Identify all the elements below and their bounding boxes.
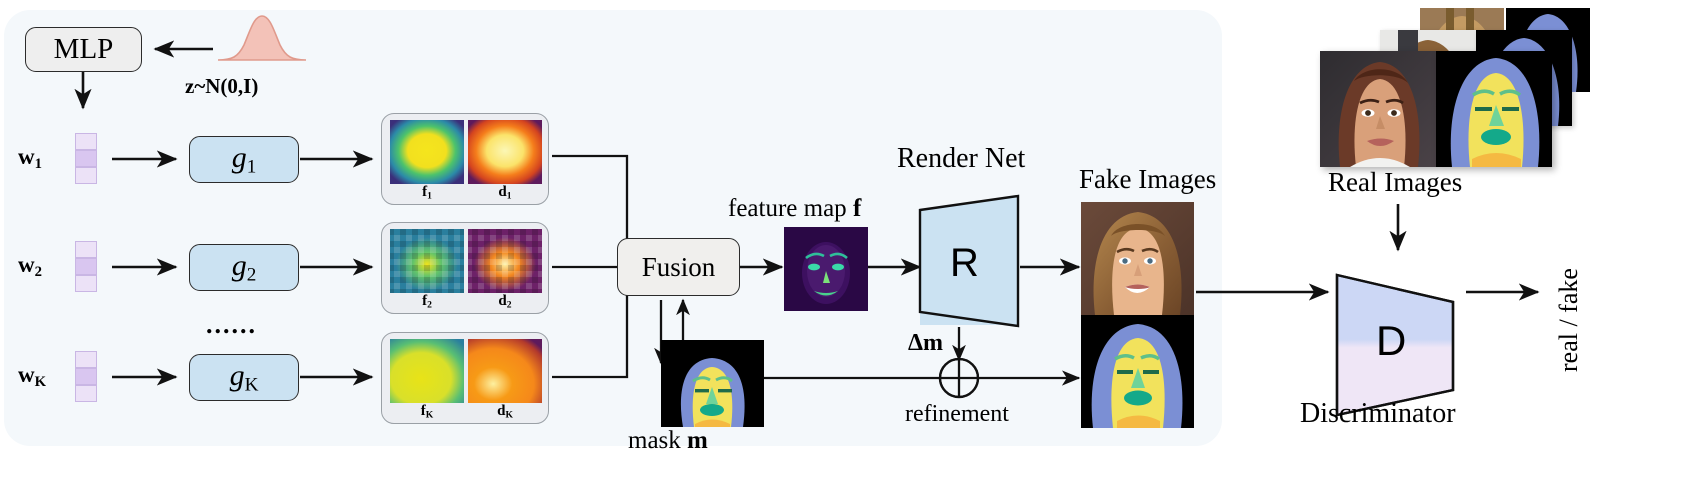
latent-cell: [75, 241, 97, 258]
latent-label-1: w1: [18, 144, 42, 173]
render-net-symbol: R: [950, 241, 979, 285]
mlp-label: MLP: [53, 33, 114, 65]
fusion-label: Fusion: [641, 251, 716, 282]
latent-cell: [75, 133, 97, 150]
feature-map-label: feature map f: [728, 195, 862, 222]
feature-depth-panel-1: f1 d1: [381, 113, 549, 205]
fake-images-label: Fake Images: [1079, 164, 1217, 194]
latent-label-K: wK: [18, 362, 47, 391]
latent-cell: [75, 368, 97, 385]
render-net-title: Render Net: [897, 143, 1026, 174]
latent-cell: [75, 258, 97, 275]
refinement-label: refinement: [905, 401, 1009, 427]
real-images-label: Real Images: [1328, 167, 1463, 197]
mask-tile: [661, 340, 764, 427]
ellipsis-label: ......: [206, 310, 257, 339]
latent-cell: [75, 150, 97, 167]
feature-caption-K: fK: [420, 403, 434, 421]
real-images-stack: [1244, 0, 1689, 170]
mask-label: mask m: [628, 427, 708, 454]
delta-mask-label: Δm: [908, 330, 944, 356]
render-net-shape: [918, 194, 1020, 328]
depth-caption-1: d1: [498, 184, 512, 202]
discriminator-symbol: D: [1376, 317, 1407, 364]
depth-caption-K: dK: [497, 403, 513, 421]
latent-label-2: w2: [18, 252, 42, 281]
depth-caption-2: d2: [498, 293, 512, 311]
gaussian-curve: [217, 15, 307, 61]
fake-image-photo: [1081, 202, 1194, 315]
feature-caption-1: f1: [422, 184, 432, 202]
feature-map-tile: [784, 227, 868, 311]
feature-depth-panel-K: fK dK: [381, 332, 549, 424]
latent-cell: [75, 385, 97, 402]
generator-box-1[interactable]: g1: [189, 136, 299, 183]
mlp-box[interactable]: MLP: [25, 27, 142, 72]
real-stack-mask-1: [1436, 51, 1552, 167]
latent-cell: [75, 275, 97, 292]
discriminator-shape: [1335, 273, 1455, 417]
feature-caption-2: f2: [422, 293, 432, 311]
fake-image-mask: [1081, 315, 1194, 428]
generator-box-K[interactable]: gK: [189, 354, 299, 401]
real-fake-label: real / fake: [1554, 268, 1583, 372]
real-stack-photo-1: [1320, 51, 1436, 167]
noise-label: z~N(0,I): [185, 74, 259, 98]
feature-depth-panel-2: f2 d2: [381, 222, 549, 314]
generator-box-2[interactable]: g2: [189, 244, 299, 291]
latent-cell: [75, 167, 97, 184]
fusion-box[interactable]: Fusion: [617, 238, 740, 296]
discriminator-title: Discriminator: [1300, 398, 1456, 429]
latent-cell: [75, 351, 97, 368]
